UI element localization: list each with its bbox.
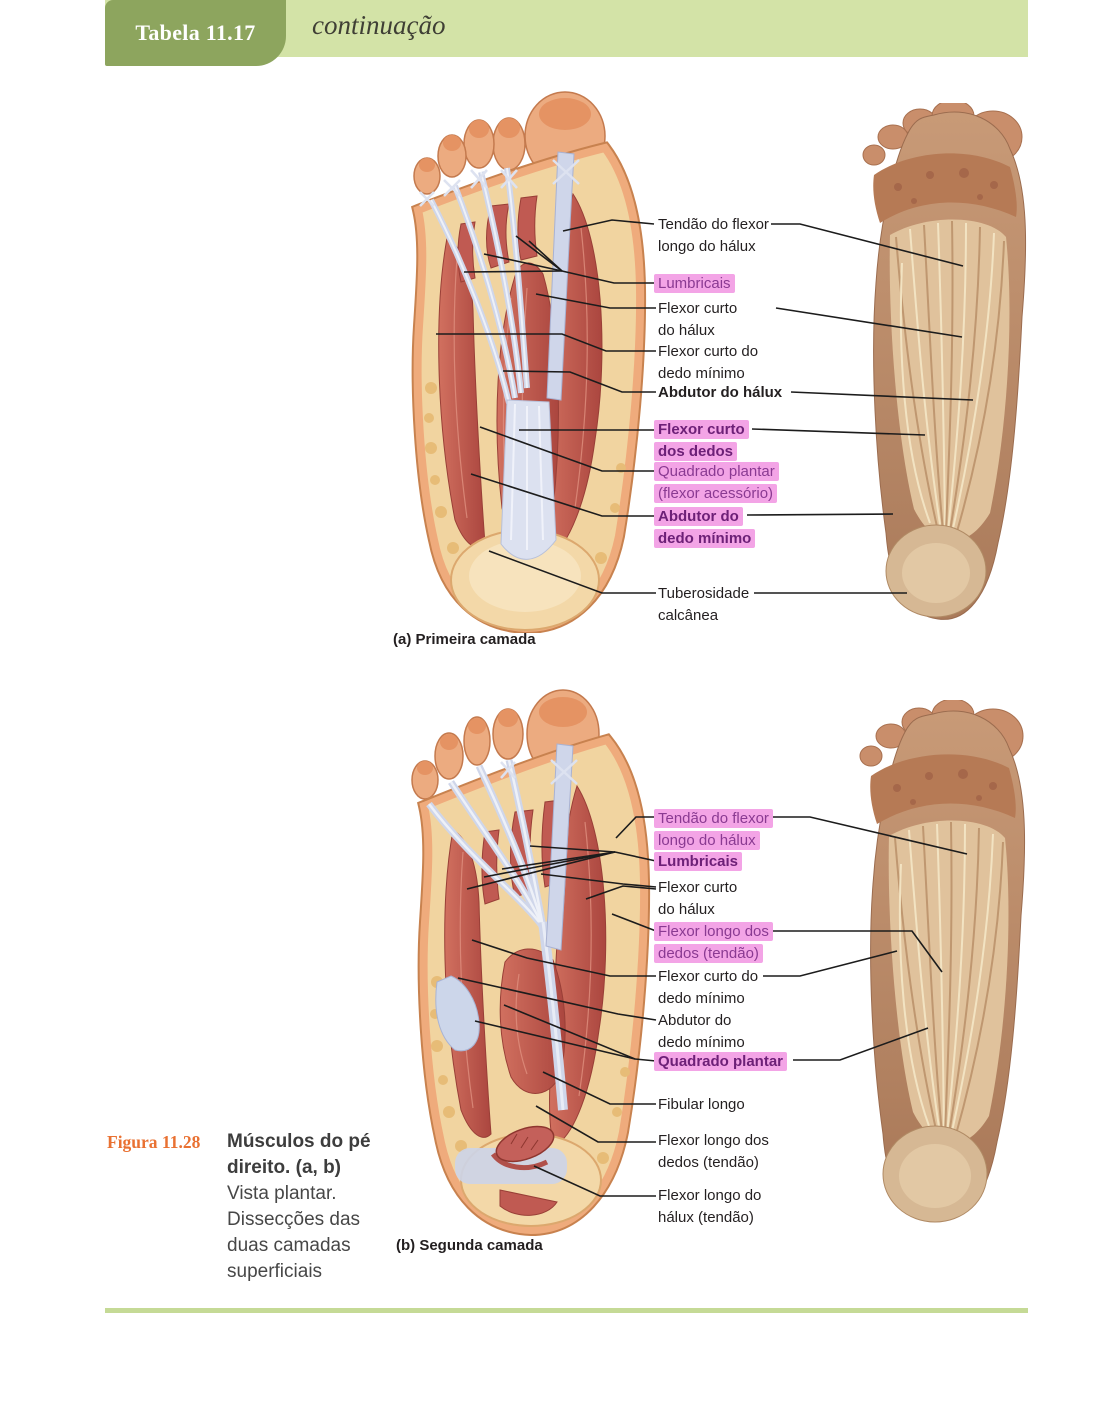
continuation-label: continuação — [312, 10, 446, 40]
figure-caption-bold: Músculos do pé direito. (a, b) — [227, 1131, 371, 1178]
label-lumbricais-b: Lumbricais — [654, 851, 743, 873]
label-fibular-longo-b: Fibular longo — [658, 1096, 745, 1113]
label-tuberosidade-calcanea-a: Tuberosidade calcânea — [658, 585, 750, 624]
subcaption-b: (b) Segunda camada — [396, 1237, 543, 1254]
label-flexor-longo-halux-tendao-b: Flexor longo do hálux (tendão) — [658, 1187, 762, 1226]
label-flexor-curto-dedo-minimo-a: Flexor curto do dedo mínimo — [658, 343, 759, 382]
label-flexor-longo-dedos-tendao-b2: Flexor longo dos dedos (tendão) — [658, 1132, 769, 1171]
label-flexor-curto-halux-b: Flexor curto do hálux — [658, 879, 738, 918]
bottom-rule — [105, 1308, 1028, 1313]
figure-caption-text: Músculos do pé direito. (a, b) Vista pla… — [227, 1129, 379, 1285]
label-flexor-curto-dedos-a: Flexor curto dos dedos — [654, 419, 749, 462]
label-abdutor-dedo-minimo-a: Abdutor do dedo mínimo — [654, 506, 756, 549]
figure-caption-regular: Vista plantar. Dissecções das duas camad… — [227, 1183, 361, 1282]
table-header-tab: Tabela 11.17 — [105, 0, 286, 66]
subcaption-a: (a) Primeira camada — [393, 631, 536, 648]
label-lumbricais-a: Lumbricais — [654, 273, 735, 295]
figure-number: Figura 11.28 — [107, 1132, 201, 1152]
label-quadrado-plantar-b: Quadrado plantar — [654, 1051, 788, 1073]
label-flexor-curto-halux-a: Flexor curto do hálux — [658, 300, 738, 339]
table-number-label: Tabela 11.17 — [135, 20, 256, 45]
label-abdutor-dedo-minimo-b: Abdutor do dedo mínimo — [658, 1012, 745, 1051]
foot-illustration-a — [410, 91, 647, 633]
label-tendao-flexor-longo-halux-a: Tendão do flexor longo do hálux — [658, 216, 769, 255]
label-flexor-curto-dedo-minimo-b: Flexor curto do dedo mínimo — [658, 968, 759, 1007]
foot-photo-b — [859, 700, 1026, 1223]
foot-photo-a — [862, 103, 1027, 620]
label-flexor-longo-dedos-tendao-b1: Flexor longo dos dedos (tendão) — [654, 921, 773, 964]
label-quadrado-plantar-a: Quadrado plantar (flexor acessório) — [654, 461, 779, 504]
label-tendao-flexor-longo-halux-b: Tendão do flexor longo do hálux — [654, 808, 773, 851]
label-abdutor-halux-a: Abdutor do hálux — [658, 384, 783, 401]
foot-illustration-b — [411, 689, 651, 1237]
